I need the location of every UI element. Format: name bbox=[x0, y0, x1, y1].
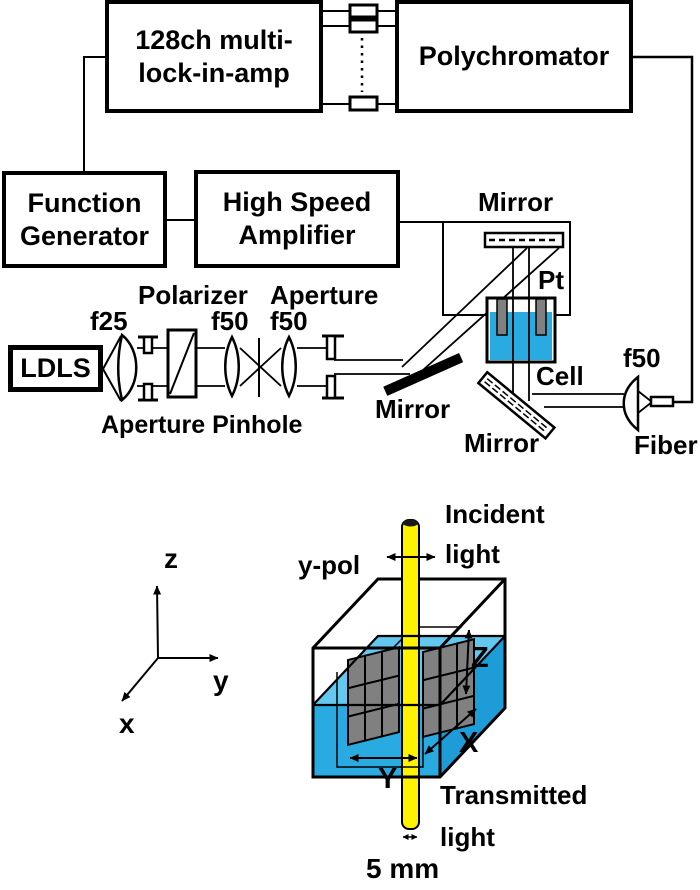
label-axis-y: y bbox=[213, 665, 229, 696]
label-aperture-pinhole: Aperture Pinhole bbox=[101, 411, 303, 439]
lens-f25 bbox=[117, 332, 138, 403]
pt-electrode-right bbox=[535, 298, 547, 336]
electrode-grid-cell bbox=[381, 674, 400, 710]
label-cell-Y: Y bbox=[378, 763, 398, 795]
electrode-grid-cell bbox=[347, 682, 366, 718]
electrode-grid-cell bbox=[439, 642, 458, 678]
label-pt: Pt bbox=[538, 265, 564, 295]
axis-x-line bbox=[121, 657, 159, 702]
label-fiber: Fiber bbox=[634, 430, 698, 460]
electrode-grid-cell bbox=[364, 678, 383, 714]
label-aperture: Aperture bbox=[270, 280, 379, 310]
axes-and-arrows bbox=[121, 553, 477, 840]
label-axis-x: x bbox=[119, 708, 135, 739]
electrode-grid-cell bbox=[347, 711, 366, 747]
lock-in-amp-box: 128ch multi- lock-in-amp bbox=[105, 0, 323, 113]
electrode-grid-cell bbox=[422, 646, 441, 682]
electrode-grid-cell bbox=[381, 646, 400, 682]
cell-top-view bbox=[485, 296, 557, 364]
beam-column bbox=[401, 519, 420, 830]
label-f50-collimating: f50 bbox=[211, 306, 249, 336]
electrode-grid-cell bbox=[364, 706, 383, 742]
electrode-grid-cell bbox=[381, 702, 400, 738]
ldls-cone-lower bbox=[102, 368, 122, 402]
wire-lockin-to-function-generator bbox=[83, 56, 107, 171]
label-axis-z: z bbox=[164, 543, 178, 574]
beam-up-1 bbox=[401, 247, 528, 368]
fiber-connector-n bbox=[348, 95, 379, 112]
label-y-pol: y-pol bbox=[298, 550, 361, 580]
fiber-connector-2 bbox=[348, 18, 379, 34]
label-cell-X: X bbox=[459, 727, 479, 759]
aperture-1 bbox=[138, 335, 158, 402]
high-speed-amplifier-box: High Speed Amplifier bbox=[194, 170, 400, 268]
electrode-grid-cell bbox=[347, 654, 366, 690]
lens-f50-1 bbox=[224, 334, 240, 399]
box-outline bbox=[311, 577, 507, 779]
label-5mm-scale: 5 mm bbox=[366, 853, 440, 884]
fiber-connector-1 bbox=[348, 3, 379, 19]
ldls-cone-upper bbox=[102, 335, 122, 370]
fiber-ferrule bbox=[649, 395, 675, 408]
electrode-grid-cell bbox=[364, 650, 383, 686]
polarizer-diagonal bbox=[169, 332, 195, 395]
top-mirror bbox=[483, 231, 565, 249]
label-cell-Z: Z bbox=[471, 642, 489, 674]
label-transmitted-light: Transmitted light bbox=[440, 780, 588, 852]
aperture-2 bbox=[322, 334, 344, 400]
electrode-grid-left bbox=[347, 646, 400, 747]
pt-electrode-left bbox=[496, 298, 508, 336]
electrode-grid-cell bbox=[422, 703, 441, 739]
label-mirror-top: Mirror bbox=[478, 187, 554, 217]
optical-bench bbox=[102, 231, 675, 441]
label-cell: Cell bbox=[536, 361, 584, 391]
polychromator-box: Polychromator bbox=[395, 0, 633, 113]
label-f50-fiber: f50 bbox=[623, 343, 661, 373]
label-mirror-exit: Mirror bbox=[464, 428, 540, 458]
beam-top-cap bbox=[403, 519, 418, 527]
label-f50-focusing: f50 bbox=[270, 306, 308, 336]
lens-f50-fiber bbox=[622, 374, 640, 433]
label-f25: f25 bbox=[90, 306, 128, 336]
function-generator-box: Function Generator bbox=[2, 171, 167, 268]
dim-X-arrow bbox=[424, 708, 477, 755]
electrode-grid-cell bbox=[422, 674, 441, 710]
axis-z-line bbox=[153, 585, 162, 659]
ldls-box: LDLS bbox=[8, 345, 103, 392]
wire-fiber-to-polychromator bbox=[633, 55, 694, 404]
fold-mirror bbox=[383, 353, 464, 396]
label-incident-light: Incident light bbox=[445, 499, 545, 569]
exit-mirror bbox=[476, 370, 557, 441]
signal-wires bbox=[83, 3, 694, 404]
label-polarizer: Polarizer bbox=[138, 280, 248, 310]
probe-beam bbox=[400, 519, 421, 830]
label-mirror-fold: Mirror bbox=[375, 394, 451, 424]
lens-f50-2 bbox=[281, 334, 297, 399]
dim-Z-arrow bbox=[462, 629, 473, 695]
